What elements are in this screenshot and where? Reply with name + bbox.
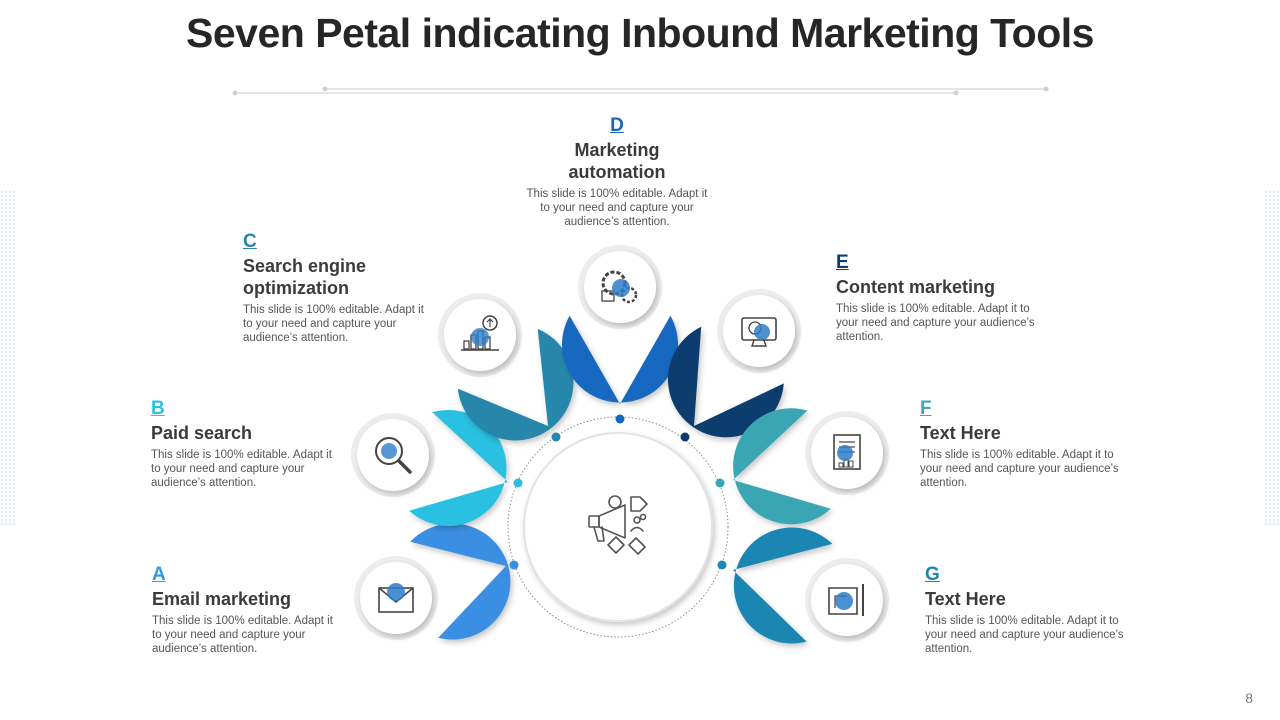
petal-d (562, 245, 678, 424)
magnifier-icon (375, 437, 412, 474)
label-f: F Text Here This slide is 100% editable.… (920, 398, 1120, 490)
gears-icon (601, 270, 638, 304)
center-hub (507, 416, 729, 638)
petal-shape-f (733, 408, 831, 525)
label-e: E Content marketing This slide is 100% e… (836, 252, 1048, 344)
petal-f (715, 408, 889, 525)
connector-dot-c (551, 432, 561, 442)
heading-email-marketing: Email marketing (152, 589, 292, 609)
petal-g (717, 527, 889, 644)
petal-e (667, 289, 801, 442)
desc-content-marketing: This slide is 100% editable. Adapt it to… (836, 303, 1035, 343)
connector-dot-a (509, 560, 519, 570)
letter-g: G (925, 564, 940, 585)
label-d: D Marketing automation This slide is 100… (522, 115, 712, 229)
connector-dot-d (615, 414, 625, 424)
connector-dot-b (513, 478, 523, 488)
desc-paid-search: This slide is 100% editable. Adapt it to… (151, 449, 332, 489)
petal-c (438, 293, 574, 442)
heading-text-here-f: Text Here (920, 423, 1001, 443)
desc-seo: This slide is 100% editable. Adapt it to… (243, 304, 424, 344)
letter-e: E (836, 252, 849, 273)
label-c: C Search engine optimization This slide … (243, 231, 429, 345)
desc-marketing-automation: This slide is 100% editable. Adapt it to… (526, 188, 708, 228)
growth-chart-icon (461, 315, 499, 351)
petal-shape-g (733, 527, 833, 644)
label-g: G Text Here This slide is 100% editable.… (925, 564, 1135, 656)
connector-dot-g (717, 560, 727, 570)
letter-f: F (920, 398, 932, 419)
desc-email-marketing: This slide is 100% editable. Adapt it to… (152, 615, 333, 655)
blueprint-icon (828, 584, 864, 616)
envelope-icon (378, 583, 414, 613)
letter-a: A (152, 564, 166, 585)
page-number: 8 (1245, 690, 1253, 706)
letter-c: C (243, 231, 257, 252)
heading-seo: Search engine optimization (243, 256, 367, 298)
heading-paid-search: Paid search (151, 423, 253, 443)
heading-marketing-automation: Marketing automation (568, 140, 666, 182)
document-icon (833, 434, 861, 470)
monitor-icon (741, 317, 777, 347)
letter-d: D (610, 115, 624, 136)
title-divider (232, 86, 1049, 96)
petal-shape-b (409, 410, 508, 527)
petal-shape-e (667, 326, 784, 438)
petal-b (351, 410, 523, 527)
petals-group (351, 245, 889, 644)
petal-shape-a (410, 523, 511, 640)
heading-content-marketing: Content marketing (836, 277, 996, 297)
desc-text-here-g: This slide is 100% editable. Adapt it to… (925, 615, 1124, 655)
label-b: B Paid search This slide is 100% editabl… (151, 398, 336, 490)
connector-dot-e (680, 432, 690, 442)
petal-shape-c (457, 328, 574, 441)
letter-b: B (151, 398, 165, 419)
heading-text-here-g: Text Here (925, 589, 1006, 609)
label-a: A Email marketing This slide is 100% edi… (152, 564, 342, 656)
petal-shape-d (562, 315, 678, 404)
petal-a (354, 523, 519, 640)
connector-dot-f (715, 478, 725, 488)
desc-text-here-f: This slide is 100% editable. Adapt it to… (920, 449, 1119, 489)
page-title: Seven Petal indicating Inbound Marketing… (186, 10, 1094, 56)
megaphone-icon (588, 495, 648, 555)
